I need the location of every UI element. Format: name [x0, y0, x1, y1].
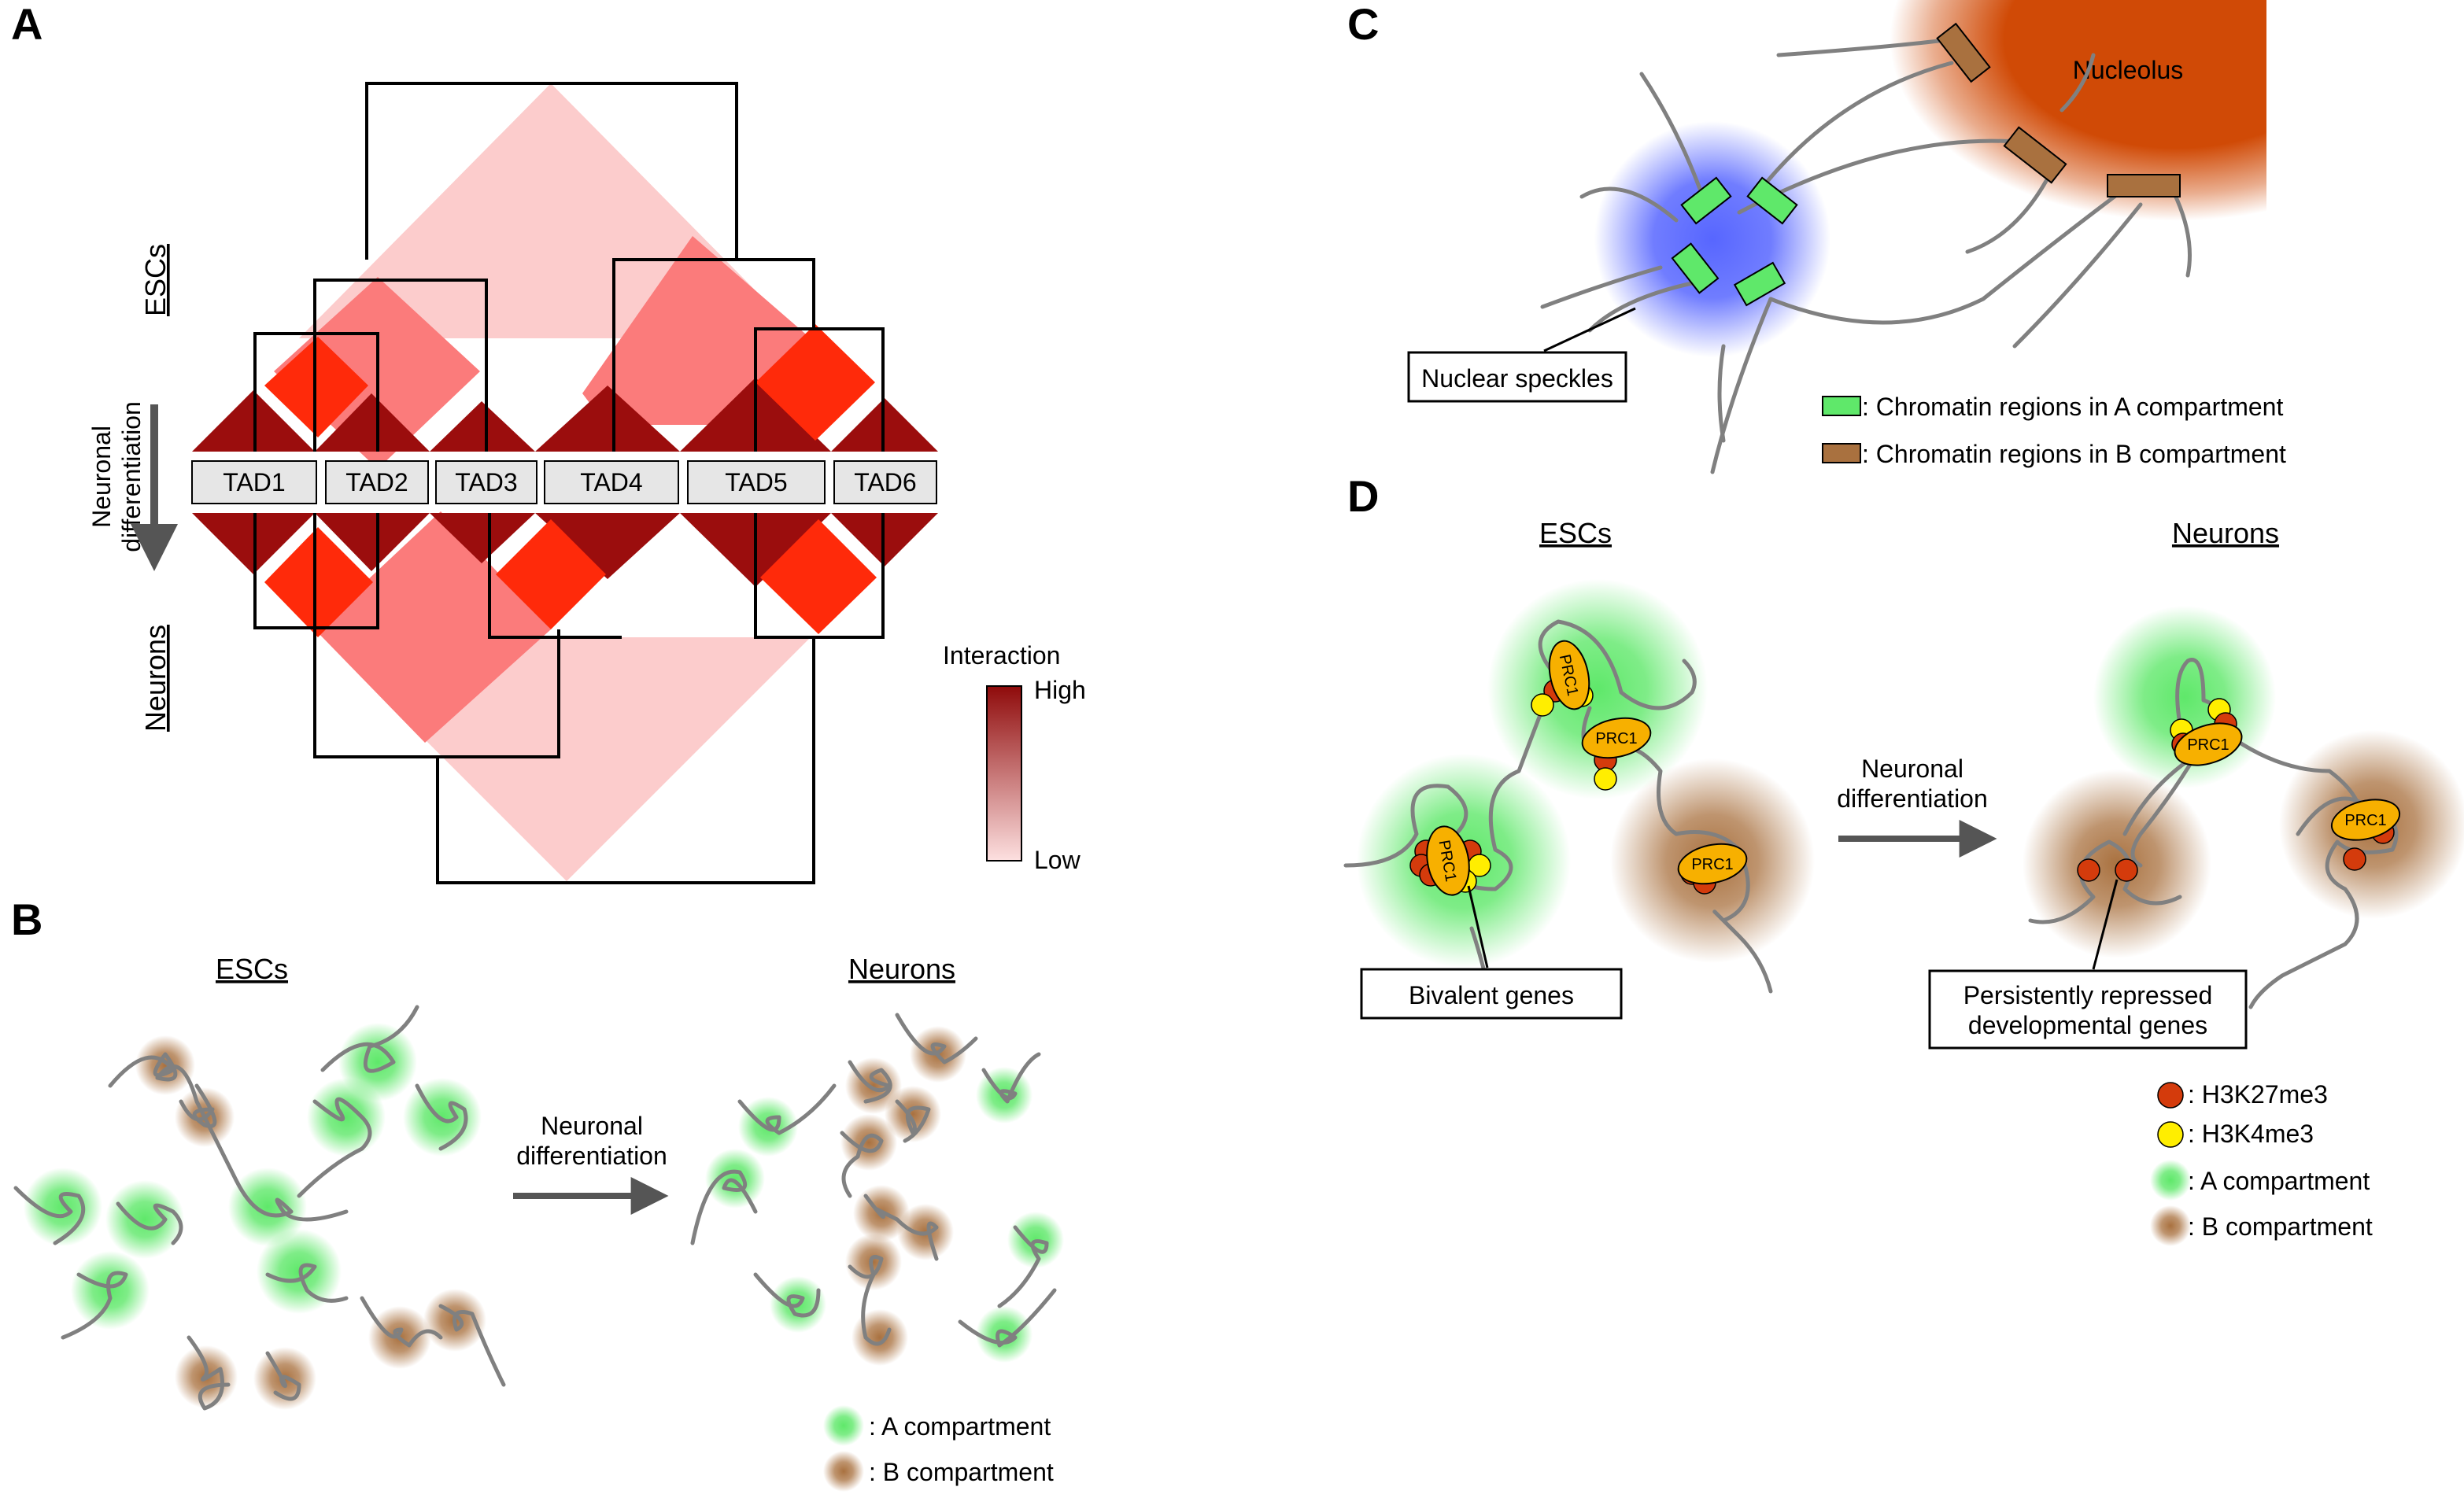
panel-a-arrow-label-2: differentiation: [117, 401, 146, 552]
panel-c-legend-b: : Chromatin regions in B compartment: [1862, 440, 2286, 468]
panel-b-letter: B: [11, 895, 42, 944]
panel-a-arrow-label-1: Neuronal: [87, 426, 116, 528]
panel-b-neuron-label: Neurons: [848, 953, 955, 985]
interaction-legend-bar: [986, 685, 1022, 862]
prc1-label-neuron-b: PRC1: [2344, 812, 2386, 829]
tad4-label: TAD4: [580, 468, 642, 496]
tad3-label: TAD3: [455, 468, 517, 496]
tad5-label: TAD5: [725, 468, 787, 496]
tad1-neuron-diamond: [264, 527, 373, 637]
repressed-label-1: Persistently repressed: [1963, 981, 2213, 1009]
repressed-label-2: developmental genes: [1968, 1011, 2207, 1039]
legend-b: : B compartment: [2188, 1212, 2373, 1241]
tad5-neuron-diamond: [760, 519, 877, 634]
bivalent-label: Bivalent genes: [1409, 981, 1574, 1009]
panel-c-chromatin: [1540, 37, 2192, 474]
panel-d-arrow-label-1: Neuronal: [1861, 755, 1963, 783]
speckle-pointer: [1543, 307, 1636, 352]
interaction-legend-title: Interaction: [943, 641, 1060, 670]
esc-left-cluster: PRC1: [1409, 825, 1491, 896]
tad-interaction-esc-mid-right: [582, 236, 811, 425]
repressed-pointer: [2092, 879, 2119, 970]
legend-a-swatch: [2150, 1160, 2191, 1201]
legend-a: : A compartment: [2188, 1167, 2370, 1195]
panel-b-neuron-chromatin: [690, 1013, 1057, 1348]
panel-b-esc-label: ESCs: [216, 953, 288, 985]
tad1-label: TAD1: [223, 468, 285, 496]
tad-frames: [253, 82, 885, 884]
panel-a-letter: A: [11, 0, 42, 49]
panel-b-esc-chromatin: [13, 1005, 506, 1411]
nuclear-speckle: [1594, 121, 1830, 357]
panel-b-legend-b: : B compartment: [869, 1458, 1054, 1486]
repressed-label-box: [1928, 969, 2248, 1050]
panel-b-legend-a: : A compartment: [869, 1412, 1051, 1441]
tad2-label: TAD2: [345, 468, 408, 496]
tad-labels: TAD1 TAD2 TAD3 TAD4 TAD5 TAD6: [191, 460, 937, 504]
neuron-b-right-cluster: PRC1: [2330, 799, 2401, 871]
speckles-label: Nuclear speckles: [1421, 364, 1613, 393]
legend-h3k27me3: : H3K27me3: [2188, 1080, 2328, 1109]
neuron-a-cluster: PRC1: [2170, 698, 2243, 766]
nucleolus: [1857, 0, 2266, 260]
speckles-label-box: [1407, 351, 1627, 403]
panel-a: A: [11, 0, 1086, 884]
panel-b-neuron-glows: [705, 1026, 1064, 1366]
panel-c-legend-b-swatch: [1822, 443, 1861, 463]
panel-a-esc-label: ESCs: [139, 244, 172, 316]
panel-c-legend-a: : Chromatin regions in A compartment: [1862, 393, 2283, 421]
panel-d: D ESCs Neurons PRC1 PRC1: [1343, 471, 2464, 1246]
panel-d-neuron-label: Neurons: [2172, 517, 2279, 549]
panel-b: B ESCs Neurons: [11, 895, 1064, 1492]
esc-top-cluster: PRC1 PRC1: [1531, 640, 1652, 791]
prc1-label-esc-b: PRC1: [1691, 856, 1733, 873]
interaction-legend-high: High: [1034, 676, 1086, 704]
panel-c: C Nucleolus: [1347, 0, 2286, 474]
panel-b-esc-glows: [24, 1023, 486, 1410]
legend-h3k4me3: : H3K4me3: [2188, 1120, 2314, 1148]
tad-interaction-neuron-mid: [315, 511, 551, 743]
legend-b-swatch: [2150, 1205, 2191, 1246]
legend-h3k4me3-swatch: [2157, 1121, 2184, 1148]
tad6-label: TAD6: [854, 468, 916, 496]
panel-d-arrow-label-2: differentiation: [1837, 784, 1988, 813]
panel-d-esc-label: ESCs: [1539, 517, 1612, 549]
panel-c-legend-a-swatch: [1822, 396, 1861, 416]
a-compartment-regions: [1671, 176, 1798, 307]
panel-a-neuron-label: Neurons: [139, 625, 172, 732]
panel-d-letter: D: [1347, 471, 1379, 521]
panel-b-arrow-label-1: Neuronal: [541, 1112, 643, 1140]
prc1-label-esc-top-2: PRC1: [1595, 730, 1637, 747]
bivalent-label-box: [1360, 968, 1623, 1020]
tad3-neuron-diamond: [496, 519, 606, 629]
panel-b-legend-a-swatch: [823, 1405, 864, 1446]
panel-b-legend-b-swatch: [823, 1451, 864, 1492]
panel-b-arrow-label-2: differentiation: [516, 1142, 667, 1170]
neuron-b-left-cluster: [2077, 858, 2138, 882]
bivalent-pointer: [1467, 885, 1489, 969]
esc-b-cluster: PRC1: [1677, 843, 1748, 895]
b-compartment-regions: [1936, 22, 2181, 197]
interaction-legend-low: Low: [1034, 846, 1081, 874]
tad5-esc-diamond: [755, 324, 875, 441]
panel-c-letter: C: [1347, 0, 1379, 49]
legend-h3k27me3-swatch: [2157, 1082, 2184, 1109]
prc1-label-neuron-a: PRC1: [2187, 736, 2229, 754]
